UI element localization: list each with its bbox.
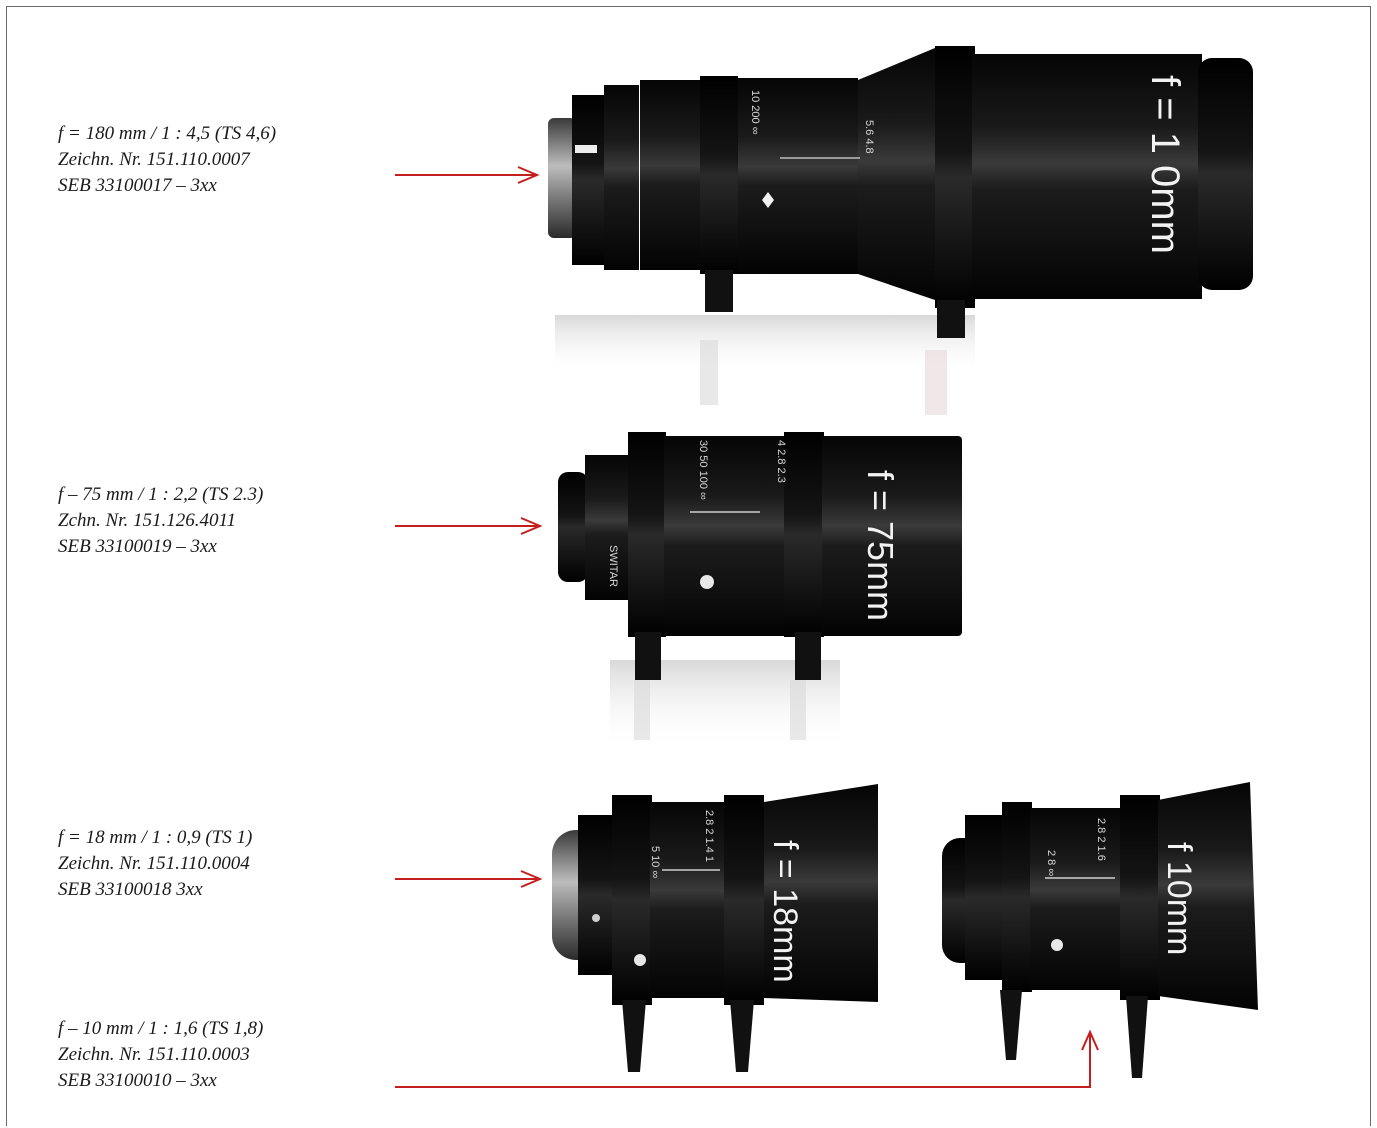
support-foot [705,270,733,312]
mount-ring [628,432,666,637]
arrow-to-lens-180mm [395,166,540,184]
aperture-scale: 2.8 2 1.4 1 [703,810,715,862]
arrow-head-icon [520,517,543,535]
lens-75mm: 30 50 100 ∞ 4 2.8 2.3 SWITAR f = 75mm [558,432,962,750]
distance-scale: 10 200 ∞ [749,90,761,135]
support-foot [730,1000,754,1072]
caption-seb-number: SEB 33100019 – 3xx [58,536,217,557]
front-barrel [764,784,878,1002]
aperture-scale: 2.8 2 1.6 [1095,818,1107,861]
rear-ring [572,95,607,265]
support-foot [622,1000,646,1072]
page-frame [6,6,1371,1126]
mount-reflection [700,340,718,405]
focus-ring [650,802,730,998]
lens-shadow [555,315,975,375]
rear-ring [578,815,618,975]
caption-focal-line: f – 10 mm / 1 : 1,6 (TS 1,8) [58,1018,264,1039]
support-foot [795,632,821,680]
caption-drawing-number: Zeichn. Nr. 151.110.0004 [58,853,250,874]
mount-ring [612,795,652,1005]
aperture-scale: 4 2.8 2.3 [775,440,787,483]
mount-ring [700,76,738,274]
caption-seb-number: SEB 33100017 – 3xx [58,175,217,196]
mount-reflection [925,350,947,415]
caption-seb-number: SEB 33100010 – 3xx [58,1070,217,1091]
rear-ring [965,815,1005,980]
distance-scale: 5 10 ∞ [649,846,661,878]
rear-ring [585,455,630,600]
focus-ring [738,78,858,274]
front-barrel [972,54,1202,299]
arrow-head-icon [520,870,543,888]
screw-icon [592,914,600,922]
brand-engraving: SWITAR [607,545,619,587]
lens-engraving: f = 18mm [766,840,804,983]
mount-ring [1120,795,1160,1000]
lens-engraving: f = 1 0mm [1143,75,1187,254]
locking-screw-icon [634,954,646,966]
support-foot [635,632,661,680]
caption-focal-line: f – 75 mm / 1 : 2,2 (TS 2.3) [58,484,264,505]
support-foot [1000,990,1022,1060]
arrow-head-icon [517,166,540,184]
locking-screw-icon [1051,939,1063,951]
lens-10mm: 2 8 ∞ 2.8 2 1.6 f 10mm [942,782,1258,1078]
lens-engraving: f 10mm [1160,842,1198,955]
index-diamond-icon [762,192,774,208]
aperture-scale: 5.6 4.8 [863,120,875,154]
rear-mount [548,118,576,238]
mount-ring [784,432,824,637]
mount-reflection [790,680,806,740]
mount-ring [1002,802,1032,992]
support-foot [937,300,965,338]
caption-lens-180mm: f = 180 mm / 1 : 4,5 (TS 4,6) Zeichn. Nr… [58,121,276,199]
front-hood [1158,782,1258,1010]
barrel-section [604,85,639,270]
arrow-to-lens-75mm [395,517,543,535]
distance-scale: 2 8 ∞ [1045,850,1057,876]
lens-18mm: 5 10 ∞ 2.8 2 1.4 1 f = 18mm [552,784,878,1072]
mount-ring [724,795,764,1005]
mount-reflection [634,680,650,740]
lens-engraving: f = 75mm [860,470,901,621]
highlight [575,145,597,153]
caption-drawing-number: Zeichn. Nr. 151.110.0007 [58,149,250,170]
barrel-taper [858,48,935,300]
caption-lens-18mm: f = 18 mm / 1 : 0,9 (TS 1) Zeichn. Nr. 1… [58,825,252,903]
arrow-line [395,1034,1091,1088]
front-barrel [822,436,962,636]
rear-mount [558,472,588,582]
caption-drawing-number: Zeichn. Nr. 151.110.0003 [58,1044,250,1065]
mount-ring [935,46,975,308]
caption-drawing-number: Zchn. Nr. 151.126.4011 [58,510,237,531]
caption-lens-10mm: f – 10 mm / 1 : 1,6 (TS 1,8) Zeichn. Nr.… [58,1016,263,1094]
locking-screw-icon [700,575,714,589]
distance-scale: 30 50 100 ∞ [697,440,709,500]
front-hood [1198,58,1253,290]
arrow-to-lens-10mm [395,1029,1099,1088]
support-foot [1126,996,1148,1078]
caption-focal-line: f = 180 mm / 1 : 4,5 (TS 4,6) [58,123,277,144]
caption-lens-75mm: f – 75 mm / 1 : 2,2 (TS 2.3) Zchn. Nr. 1… [58,482,263,560]
caption-seb-number: SEB 33100018 3xx [58,879,203,900]
caption-focal-line: f = 18 mm / 1 : 0,9 (TS 1) [58,827,253,848]
lens-180mm: 10 200 ∞ 5.6 4.8 f = 1 0mm [548,46,1253,415]
pointer-arrows [395,166,1099,1088]
focus-ring [1030,808,1125,990]
arrow-head-icon [1081,1029,1099,1051]
arrow-to-lens-18mm [395,870,543,888]
